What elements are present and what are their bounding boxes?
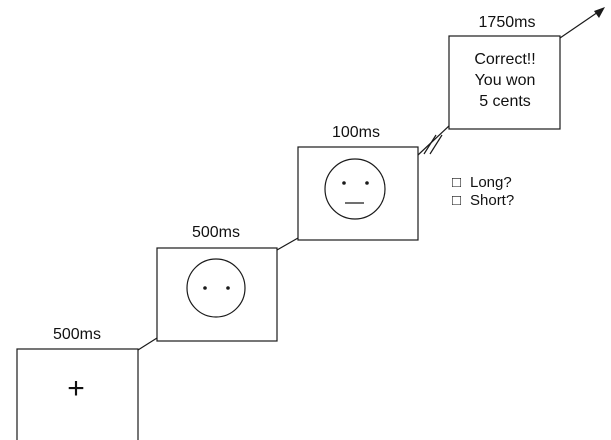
feedback-line-2: You won [475, 72, 536, 89]
frame-3-duration: 100ms [332, 124, 380, 141]
frame-1-duration: 500ms [53, 326, 101, 343]
frame-2-duration: 500ms [192, 224, 240, 241]
time-break-mark [423, 134, 443, 155]
face-icon-neutral-mouth [324, 158, 386, 220]
option-long-checkbox: □ [452, 174, 461, 191]
option-short-label: Short? [470, 192, 514, 209]
frame-fixation: 500ms + [16, 326, 139, 440]
frame-face-no-mouth: 500ms [156, 224, 278, 342]
frame-4-duration: 1750ms [479, 14, 536, 31]
frame-1-box [16, 348, 139, 440]
option-short-checkbox: □ [452, 192, 461, 209]
frame-face-neutral: 100ms [297, 124, 419, 241]
frame-feedback: 1750ms Correct!! You won 5 cents [448, 14, 561, 130]
feedback-line-3: 5 cents [479, 93, 531, 110]
continue-arrow [559, 7, 605, 39]
connector-1-2 [137, 337, 158, 351]
frame-4-box [448, 35, 561, 130]
option-short: □ Short? [452, 192, 514, 209]
response-options: □ Long? □ Short? [452, 174, 514, 209]
face-icon-no-mouth [186, 258, 246, 318]
fixation-cross: + [67, 372, 85, 405]
connector-3-4 [417, 124, 451, 156]
option-long: □ Long? [452, 174, 512, 191]
connector-2-3 [276, 237, 299, 251]
feedback-line-1: Correct!! [474, 51, 535, 68]
option-long-label: Long? [470, 174, 512, 191]
